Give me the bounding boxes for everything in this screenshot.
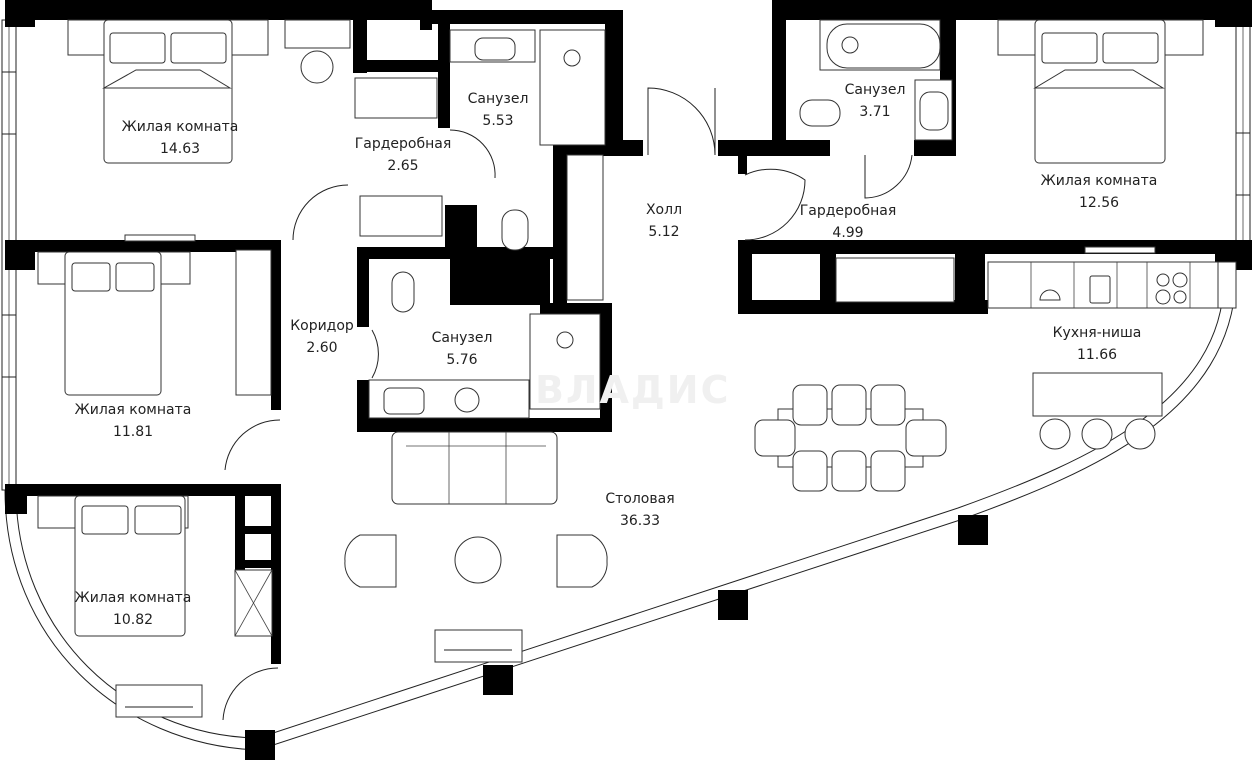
room-name: Санузел [467,91,529,107]
dining-table [754,384,947,492]
room-area: 12.56 [1078,195,1120,211]
bed-bedroom-2 [997,19,1204,164]
sofa [391,431,558,505]
room-area: 36.33 [619,513,661,529]
room-area: 4.99 [832,225,864,241]
room-label-hall: Холл 5.12 [646,199,682,243]
room-area: 11.81 [112,424,154,440]
side-table [284,19,351,84]
doors [222,87,913,721]
room-name: Гардеробная [799,203,897,219]
room-label-bedroom-3: Жилая комната 11.81 [75,399,192,443]
bed-bedroom-1 [67,19,269,164]
room-label-wardrobe-2: Гардеробная 4.99 [800,200,897,244]
room-area: 11.66 [1076,347,1118,363]
walls [5,0,1252,760]
room-name: Санузел [431,330,493,346]
room-area: 5.12 [648,224,680,240]
room-label-bedroom-2: Жилая комната 12.56 [1041,170,1158,214]
utility-shaft [234,261,1237,637]
room-area: 2.60 [306,340,338,356]
lounge-set [344,534,608,588]
room-area: 5.53 [482,113,514,129]
room-name: Столовая [605,491,675,507]
room-name: Кухня-ниша [1052,325,1142,341]
kitchen-counter [987,261,1219,309]
room-area: 2.65 [387,158,419,174]
room-label-corridor: Коридор 2.60 [290,315,354,359]
bed-bedroom-4 [37,495,189,637]
room-label-bedroom-4: Жилая комната 10.82 [75,587,192,631]
room-label-wardrobe-1: Гардеробная 2.65 [355,133,452,177]
room-name: Гардеробная [354,136,452,152]
room-name: Коридор [290,318,354,334]
room-area: 5.76 [446,352,478,368]
room-area: 3.71 [859,104,891,120]
room-name: Санузел [844,82,906,98]
room-area: 14.63 [159,141,201,157]
bed-bedroom-3 [37,251,191,396]
watermark: ВЛАДИС [535,368,731,412]
room-name: Жилая комната [74,590,192,606]
room-area: 10.82 [112,612,154,628]
ac-units [115,234,1156,718]
room-name: Жилая комната [1040,173,1158,189]
room-label-bathroom-2: Санузел 3.71 [845,79,906,123]
bathroom-fixtures [368,19,953,419]
room-name: Холл [645,202,683,218]
wardrobe-racks [235,77,955,396]
right-facade-windows [1235,19,1251,266]
kitchen-island [1032,372,1163,450]
room-label-bathroom-3: Санузел 5.76 [432,327,493,371]
room-label-bedroom-1: Жилая комната 14.63 [122,116,239,160]
room-label-kitchen: Кухня-ниша 11.66 [1053,322,1142,366]
room-name: Жилая комната [121,119,239,135]
room-name: Жилая комната [74,402,192,418]
room-label-dining: Столовая 36.33 [605,488,674,532]
room-label-bathroom-1: Санузел 5.53 [468,88,529,132]
